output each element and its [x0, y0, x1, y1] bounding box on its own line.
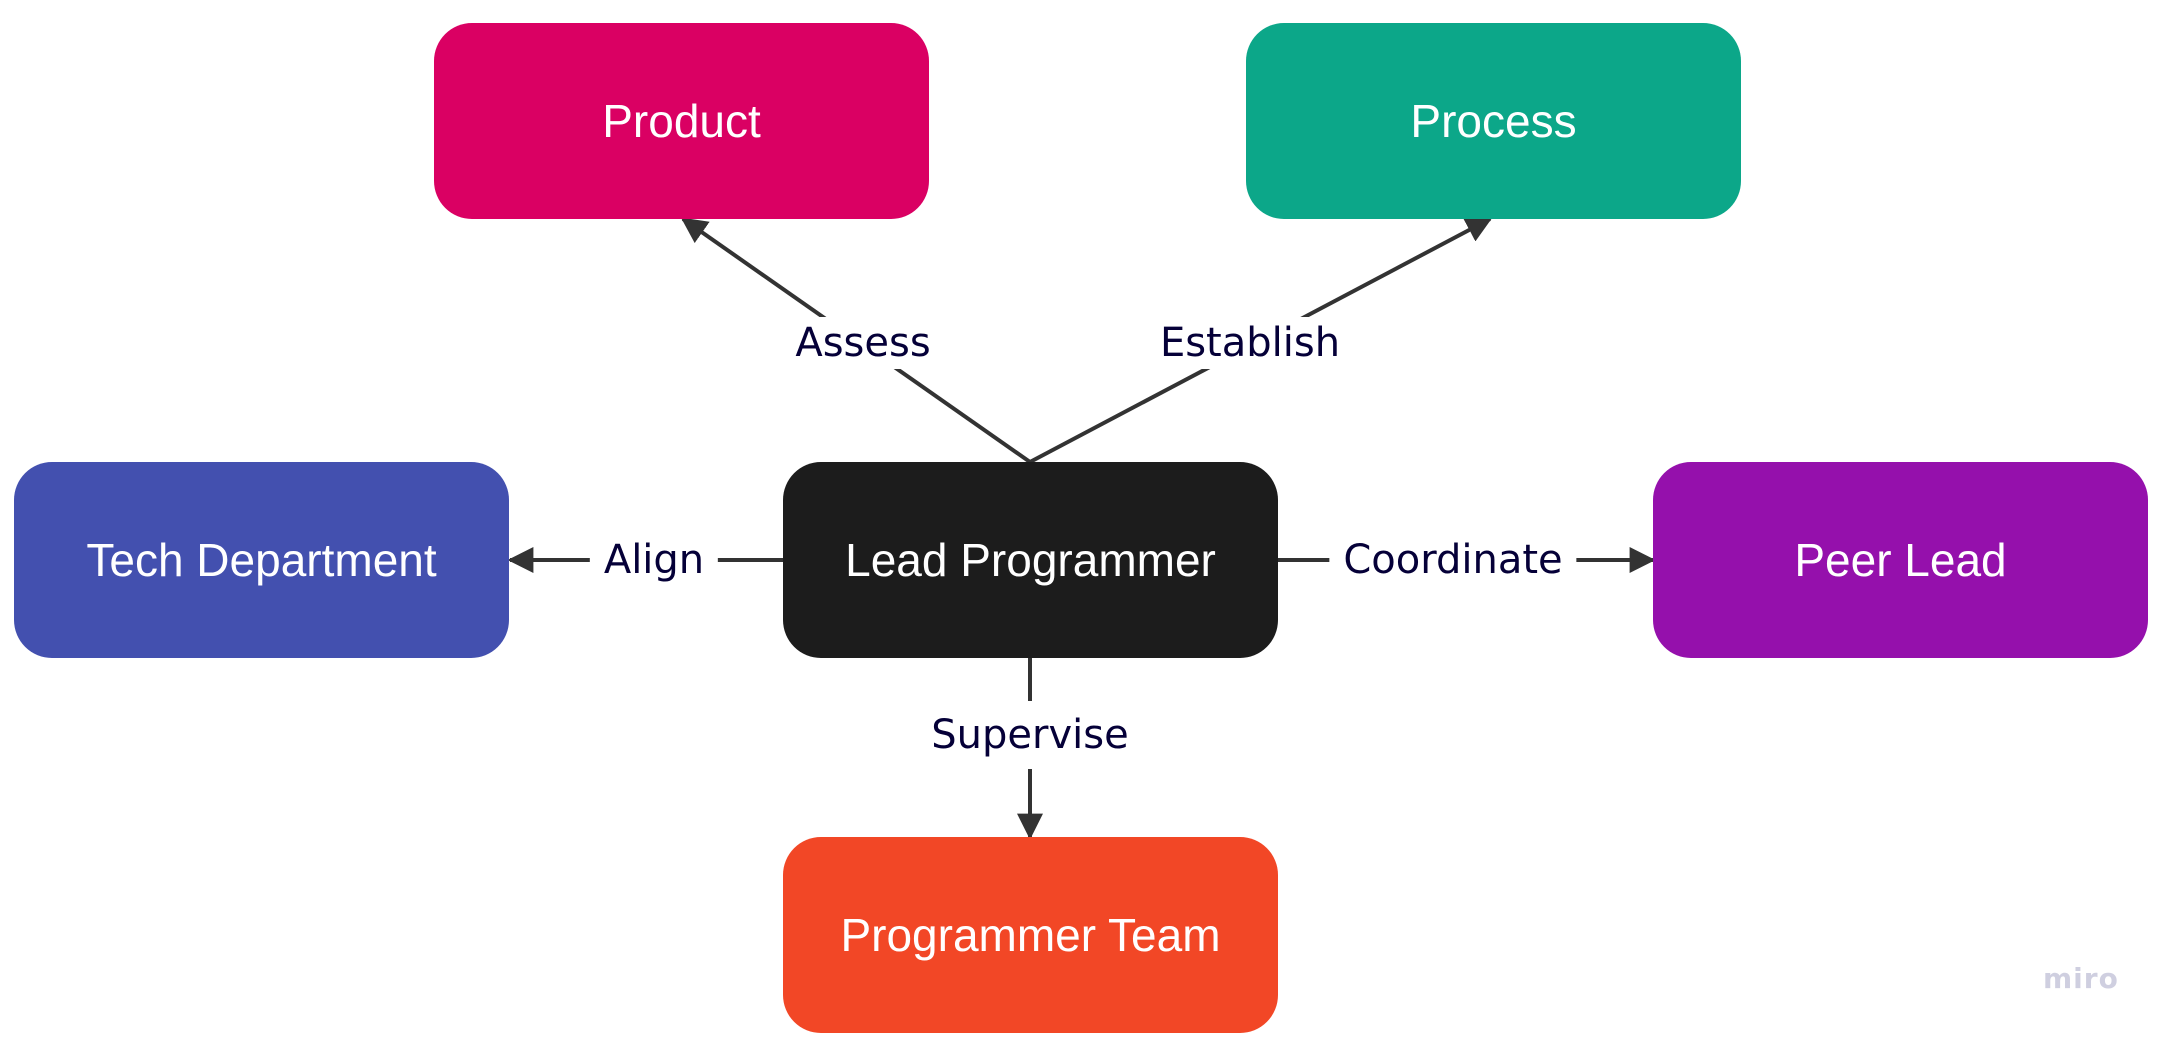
miro-logo: miro — [2043, 962, 2119, 995]
node-peer-lead-label: Peer Lead — [1794, 534, 2007, 586]
edge-label-align[interactable]: Align — [589, 534, 719, 586]
node-programmer-team[interactable]: Programmer Team — [783, 837, 1278, 1033]
edge-label-assess[interactable]: Assess — [781, 317, 945, 369]
node-tech-department-label: Tech Department — [86, 534, 437, 586]
node-peer-lead[interactable]: Peer Lead — [1653, 462, 2148, 658]
node-process-label: Process — [1410, 95, 1577, 147]
node-product-label: Product — [602, 95, 761, 147]
edge-label-establish[interactable]: Establish — [1145, 317, 1355, 369]
edge-label-coordinate[interactable]: Coordinate — [1329, 534, 1577, 586]
node-process[interactable]: Process — [1246, 23, 1741, 219]
node-programmer-team-label: Programmer Team — [840, 909, 1221, 961]
node-tech-department[interactable]: Tech Department — [14, 462, 509, 658]
node-lead-programmer-label: Lead Programmer — [845, 534, 1216, 586]
node-product[interactable]: Product — [434, 23, 929, 219]
edge-label-supervise[interactable]: Supervise — [925, 701, 1135, 769]
node-lead-programmer[interactable]: Lead Programmer — [783, 462, 1278, 658]
